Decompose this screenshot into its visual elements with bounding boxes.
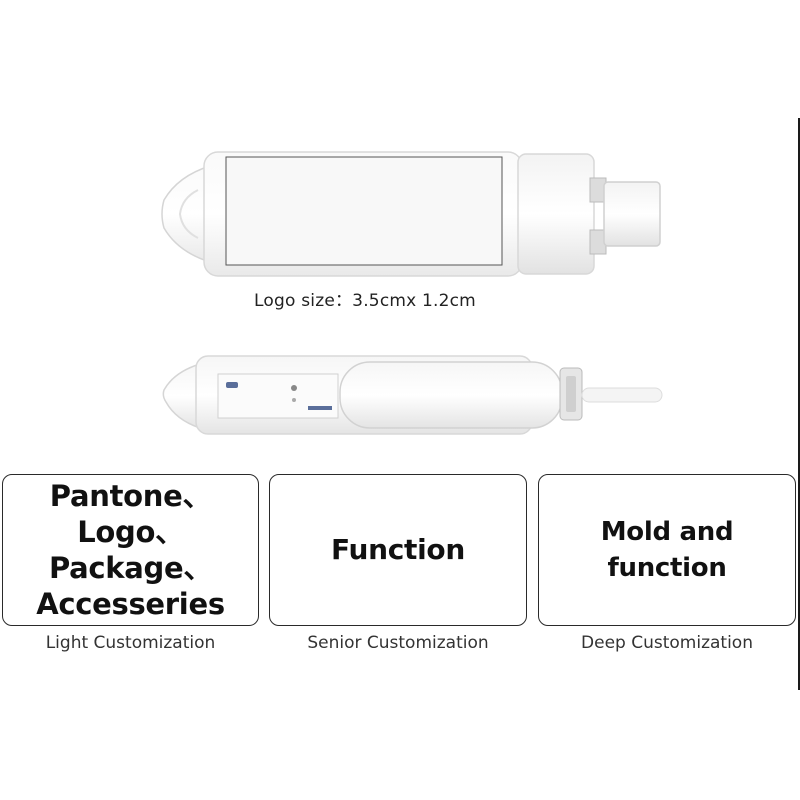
caption-light: Light Customization — [45, 633, 216, 653]
light-customization-box: Pantone、 Logo、Package、 Accesseries — [2, 474, 259, 626]
deep-customization-box: Mold and function — [538, 474, 796, 626]
usb-drive-open-image — [160, 350, 670, 440]
box-title-deep: Mold and function — [600, 517, 734, 583]
logo-size-note: Logo size：3.5cmx 1.2cm — [254, 291, 476, 311]
right-border-line — [798, 118, 800, 690]
box-title-senior: Function — [331, 533, 465, 566]
caption-senior: Senior Customization — [307, 633, 489, 653]
senior-customization-box: Function — [269, 474, 527, 626]
box-title-light: Pantone、 Logo、Package、 Accesseries — [36, 479, 225, 621]
usb-drive-closed-image — [158, 148, 668, 280]
caption-deep: Deep Customization — [581, 633, 753, 653]
